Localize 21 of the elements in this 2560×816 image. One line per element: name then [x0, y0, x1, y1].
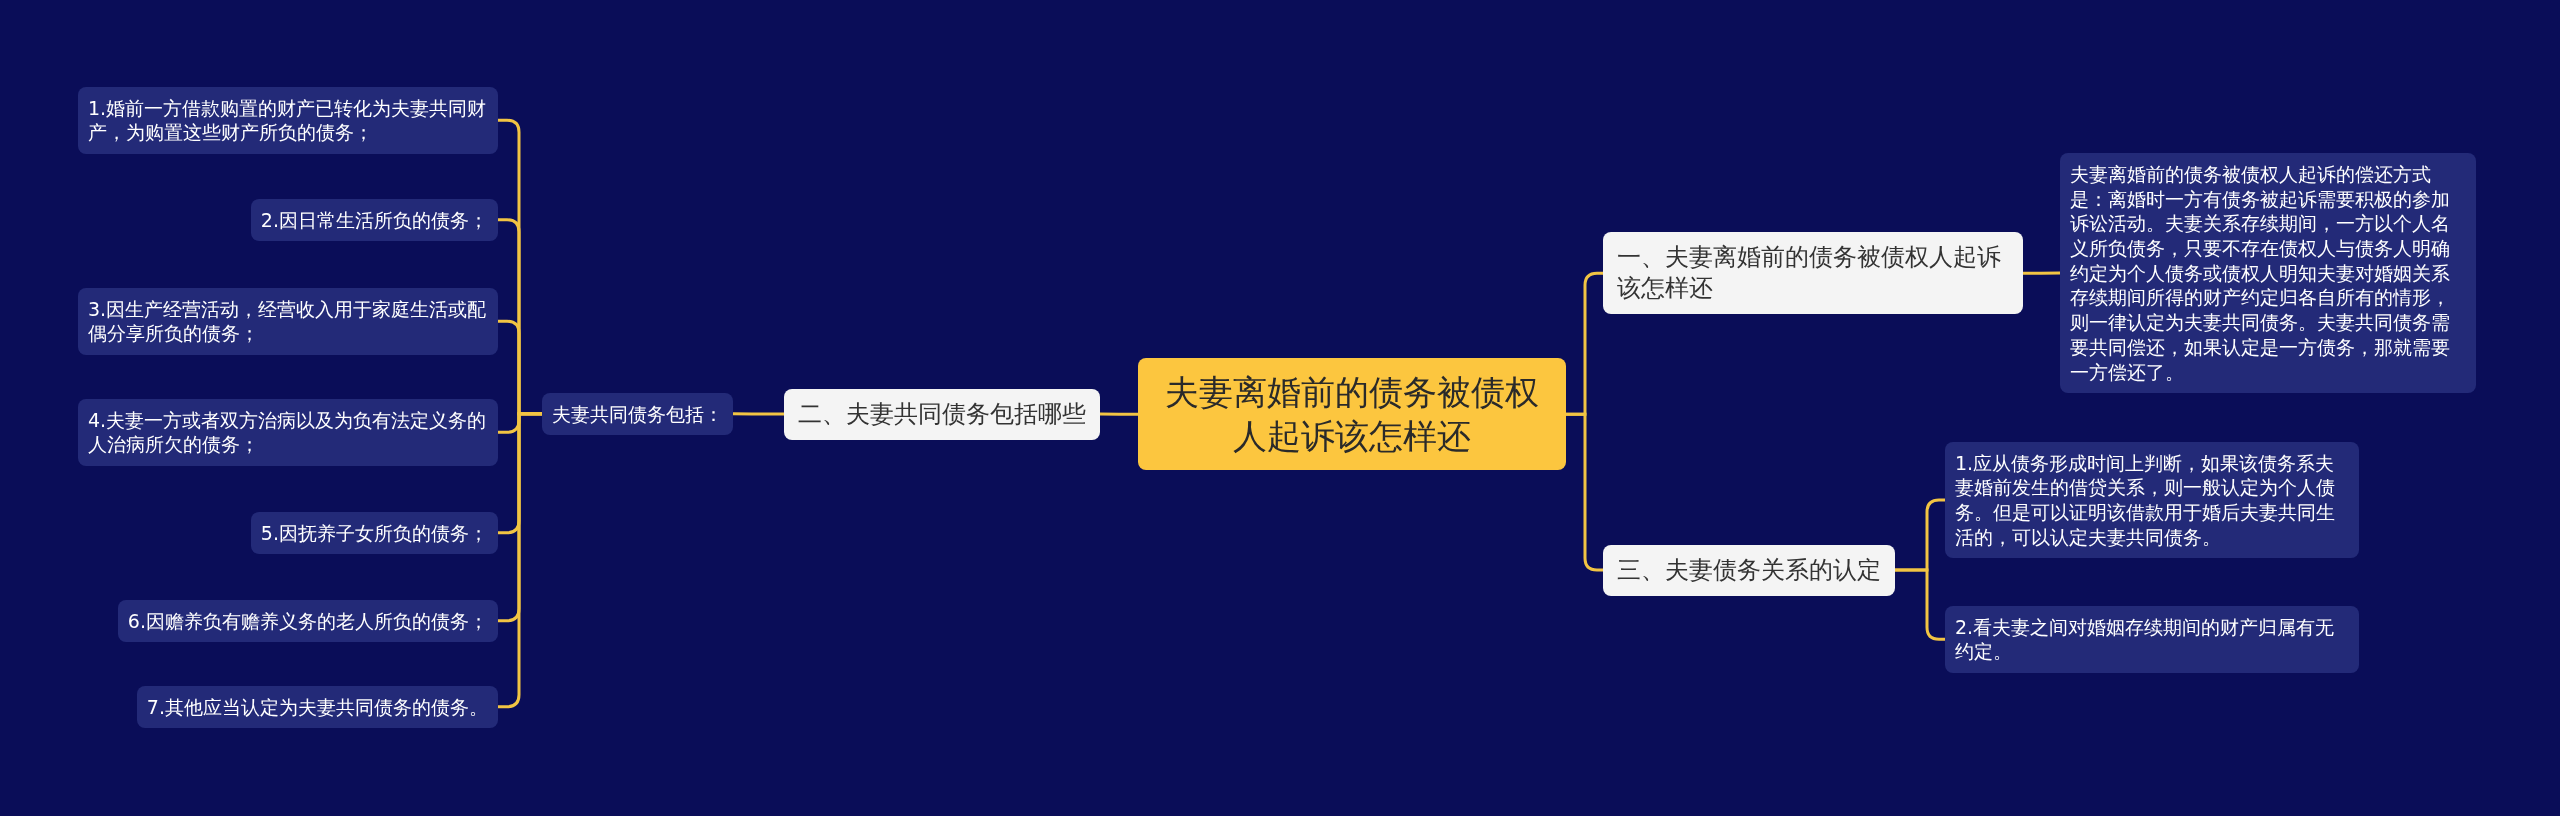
connector-line — [732, 412, 784, 416]
connector-line — [1895, 568, 1945, 641]
central-topic-box: 夫妻离婚前的债务被债权人起诉该怎样还 — [1138, 358, 1566, 471]
text-card: 夫妻离婚前的债务被债权人起诉的偿还方式是：离婚时一方有债务被起诉需要积极的参加诉讼活动。夫妻关系存续期间，一方以个人名义所负债务，只要不存在债权人与债务人明确约定为个人债务或债权人明知夫妻对婚姻关系存续期间所得的财产约定归各自所有的情形，则一律认定为夫妻共同债务。夫妻共同债务需要共同偿还，如果认定是一方债务，那就需要一方偿还了。 — [2060, 153, 2476, 394]
connector-line — [498, 412, 542, 709]
text-card: 夫妻共同债务包括： — [542, 392, 733, 436]
topic-box: 二、夫妻共同债务包括哪些 — [784, 388, 1100, 440]
text-card: 3.因生产经营活动，经营收入用于家庭生活或配偶分享所负的债务； — [78, 287, 498, 355]
text-card: 7.其他应当认定为夫妻共同债务的债务。 — [136, 685, 498, 729]
text-card: 2.看夫妻之间对婚姻存续期间的财产归属有无约定。 — [1945, 605, 2359, 673]
connector-line — [1566, 412, 1603, 572]
connector-line — [1100, 412, 1138, 416]
topic-box: 三、夫妻债务关系的认定 — [1603, 544, 1895, 596]
topic-box: 一、夫妻离婚前的债务被债权人起诉该怎样还 — [1603, 232, 2023, 315]
text-card: 1.婚前一方借款购置的财产已转化为夫妻共同财产，为购置这些财产所负的债务； — [78, 86, 498, 154]
text-card: 4.夫妻一方或者双方治病以及为负有法定义务的人治病所欠的债务； — [78, 398, 498, 466]
text-card: 5.因抚养子女所负的债务； — [250, 511, 498, 555]
text-card: 1.应从债务形成时间上判断，如果该债务系夫妻婚前发生的借贷关系，则一般认定为个人债务。但是可以证明该借款用于婚后夫妻共同生活的，可以认定夫妻共同债务。 — [1945, 441, 2359, 559]
text-card: 6.因赡养负有赡养义务的老人所负的债务； — [117, 599, 498, 643]
text-card: 2.因日常生活所负的债务； — [250, 198, 498, 242]
connector-line — [2023, 271, 2060, 275]
